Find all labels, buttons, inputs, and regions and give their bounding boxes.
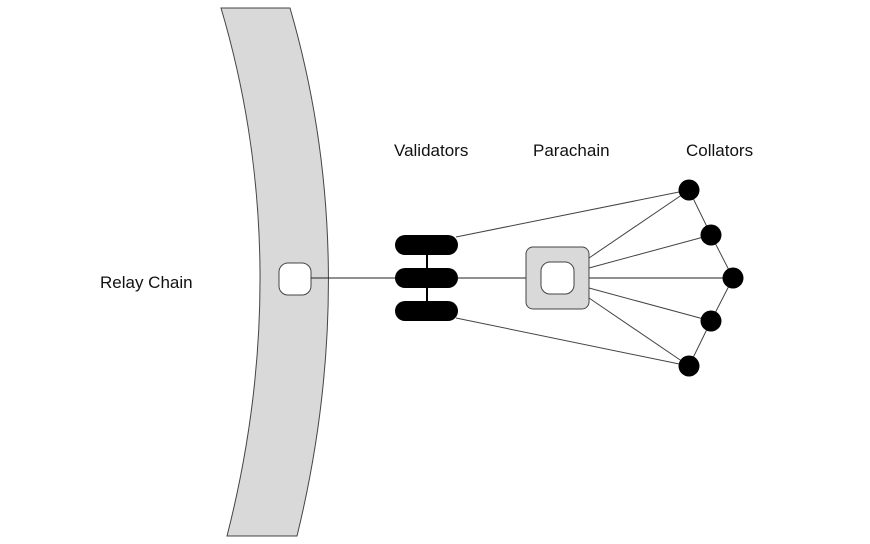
relay-chain-label: Relay Chain — [100, 273, 193, 292]
collator-node-2 — [700, 224, 722, 246]
parachain-to-collator-2-line — [588, 234, 712, 269]
validator-node-2 — [395, 268, 458, 288]
parachain-inner-slot — [540, 261, 575, 295]
validator-top-to-collator-1-line — [455, 189, 690, 238]
collators-label: Collators — [686, 141, 753, 160]
collator-node-3 — [722, 267, 744, 289]
parachain-to-collator-5-line — [588, 297, 690, 367]
parachain-label: Parachain — [533, 141, 610, 160]
collator-node-4 — [700, 310, 722, 332]
validator-node-3 — [395, 301, 458, 321]
validators-label: Validators — [394, 141, 468, 160]
relay-chain-slot — [278, 262, 312, 296]
relay-chain-arc — [220, 7, 329, 537]
parachain-to-collator-1-line — [588, 189, 690, 259]
validator-bottom-to-collator-5-line — [455, 317, 690, 367]
collator-node-1 — [678, 179, 700, 201]
collator-node-5 — [678, 355, 700, 377]
validator-node-1 — [395, 235, 458, 255]
parachain-to-collator-4-line — [588, 287, 712, 322]
